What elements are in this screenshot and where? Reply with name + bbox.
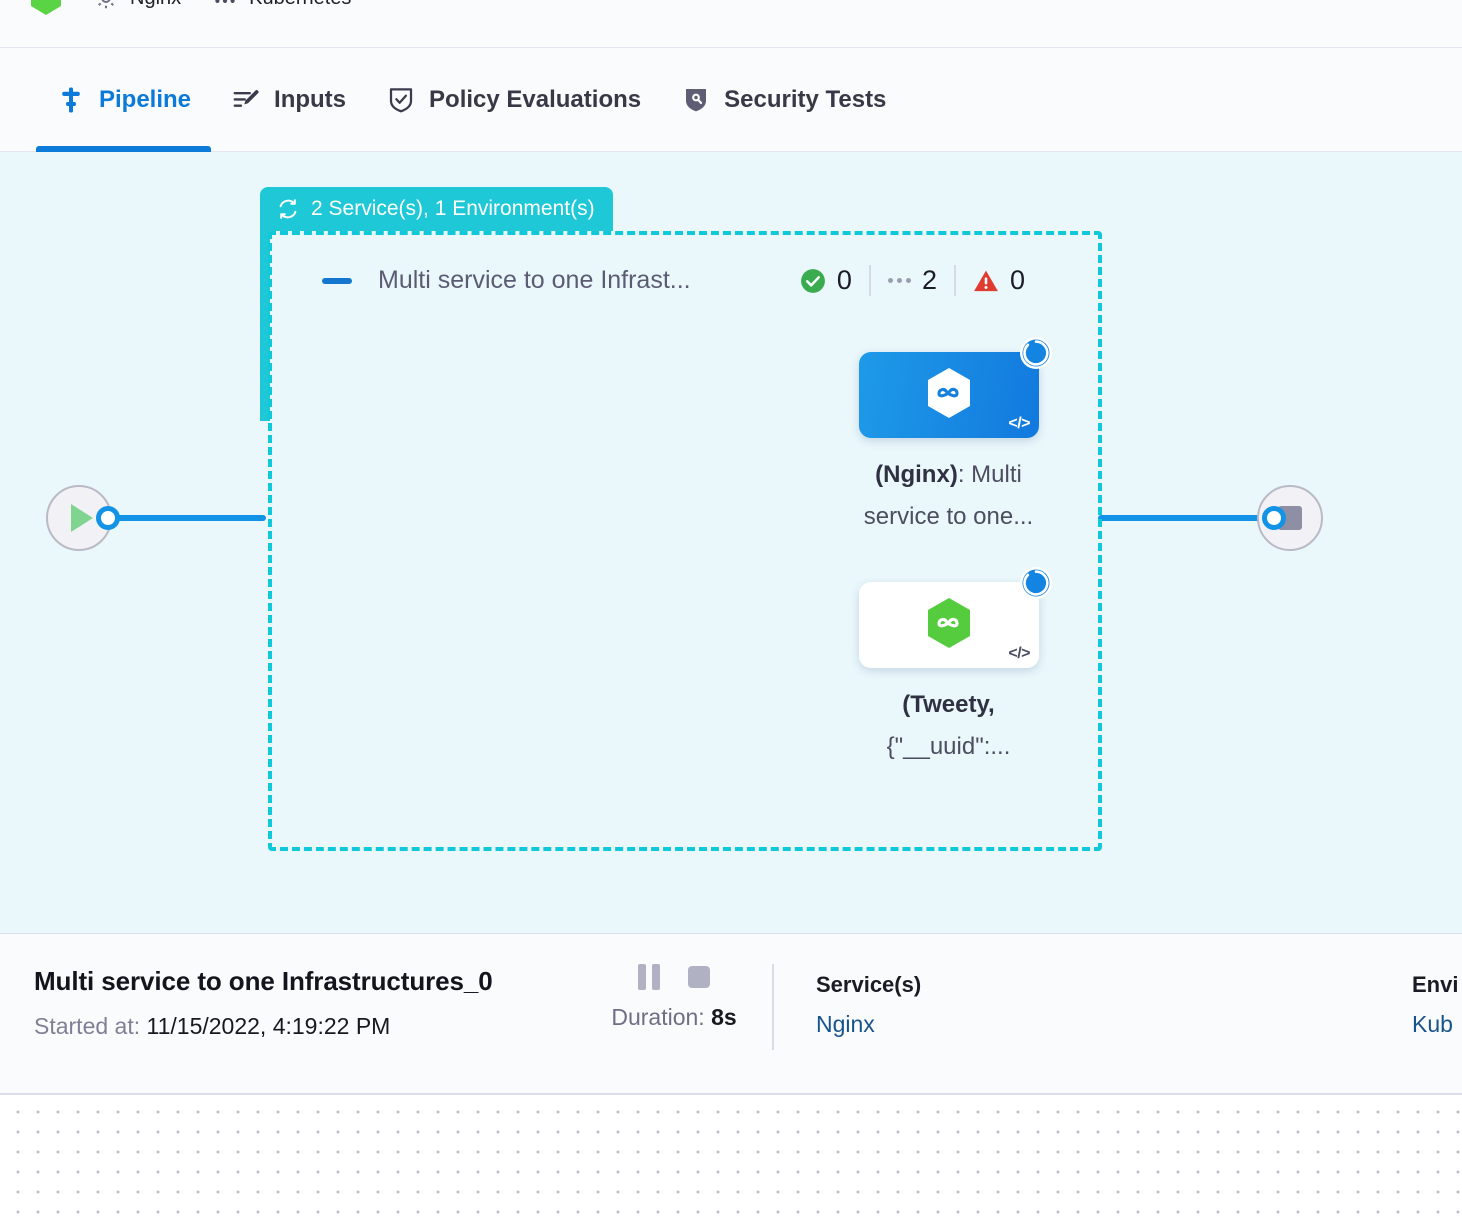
- tab-policy-evaluations[interactable]: Policy Evaluations: [366, 48, 661, 152]
- breadcrumb-item-service[interactable]: Nginx: [92, 0, 181, 12]
- stage-group-side-strip: [260, 231, 270, 421]
- services-header: Service(s): [816, 972, 922, 997]
- lower-canvas-grid[interactable]: [0, 1097, 1462, 1228]
- environments-column: Envi Kub: [1370, 934, 1462, 1038]
- services-column: Service(s) Nginx: [774, 934, 921, 1038]
- service-node-card[interactable]: </>: [859, 567, 1052, 668]
- security-shield-icon: [681, 85, 711, 115]
- service-node-label: (Tweety, {"__uuid":...: [851, 684, 1046, 768]
- breadcrumb-item-environment-label: Kubernetes: [249, 0, 351, 10]
- running-spinner-icon: [1019, 336, 1053, 370]
- execution-summary: Multi service to one Infrastructures_0 S…: [0, 934, 576, 1040]
- execution-started-label: Started at:: [34, 1013, 141, 1039]
- end-node-port[interactable]: [1262, 506, 1286, 530]
- service-node-label: (Nginx): Multi service to one...: [851, 454, 1046, 538]
- tab-bar: Pipeline Inputs Policy Evaluations: [0, 48, 1462, 152]
- tab-inputs-label: Inputs: [274, 85, 347, 113]
- execution-details-panel: Multi service to one Infrastructures_0 S…: [0, 933, 1462, 1095]
- stage-status-counters: 0 2 0: [783, 265, 1042, 296]
- execution-duration-value: 8s: [711, 1004, 737, 1030]
- stage-header-row: Multi service to one Infrast... 0: [322, 265, 1042, 296]
- counter-error-value: 0: [1009, 265, 1025, 295]
- tab-security-tests[interactable]: Security Tests: [661, 48, 906, 152]
- tab-pipeline-label: Pipeline: [99, 85, 192, 113]
- service-node-label-bold: (Tweety,: [902, 691, 995, 718]
- running-spinner-icon: [1019, 566, 1053, 600]
- pause-icon[interactable]: [638, 964, 660, 990]
- service-node-tweety[interactable]: </> (Tweety, {"__uuid":...: [859, 567, 1052, 768]
- error-warning-icon: [973, 268, 999, 294]
- tab-inputs[interactable]: Inputs: [211, 48, 366, 152]
- execution-duration-block: Duration: 8s: [576, 934, 772, 1031]
- environments-value[interactable]: Kub: [1412, 1011, 1453, 1037]
- tab-pipeline[interactable]: Pipeline: [36, 48, 212, 152]
- execution-started-value: 11/15/2022, 4:19:22 PM: [146, 1013, 391, 1039]
- service-node-nginx[interactable]: </> (Nginx): Multi service to one...: [859, 337, 1052, 538]
- edge-group-to-end: [1098, 515, 1274, 521]
- service-node-label-rest: : Multi service to one...: [863, 461, 1034, 530]
- pending-dots-icon: [887, 278, 911, 283]
- stop-icon[interactable]: [688, 966, 710, 988]
- infrastructure-node-icon: [211, 0, 239, 12]
- tab-security-tests-label: Security Tests: [724, 85, 887, 113]
- service-hexagon-icon: [922, 366, 976, 424]
- execution-title: Multi service to one Infrastructures_0: [34, 966, 493, 996]
- pipeline-canvas[interactable]: 2 Service(s), 1 Environment(s) Multi ser…: [0, 152, 1462, 933]
- stage-group-border: [268, 231, 1102, 851]
- breadcrumb-item-service-label: Nginx: [130, 0, 181, 10]
- execution-duration: Duration: 8s: [576, 1004, 772, 1031]
- inputs-pen-icon: [231, 85, 261, 115]
- code-badge-icon: </>: [1008, 645, 1030, 662]
- environments-header: Envi: [1412, 972, 1459, 997]
- stage-title: Multi service to one Infrast...: [378, 266, 691, 294]
- pipeline-icon: [56, 85, 86, 115]
- counter-pending: 2: [871, 265, 956, 296]
- panel-divider: [772, 964, 774, 1050]
- service-hexagon-green-icon: [922, 596, 976, 654]
- service-node-label-bold: (Nginx): [875, 461, 958, 488]
- service-node-label-rest: {"__uuid":...: [886, 733, 1011, 760]
- tab-policy-evaluations-label: Policy Evaluations: [429, 85, 642, 113]
- breadcrumb-item-environment[interactable]: Kubernetes: [211, 0, 351, 12]
- breadcrumb-item-logo[interactable]: [30, 0, 62, 20]
- stage-group-header-label: 2 Service(s), 1 Environment(s): [311, 197, 595, 220]
- counter-success-value: 0: [836, 265, 852, 295]
- execution-controls: [576, 964, 772, 990]
- counter-error: 0: [956, 265, 1042, 296]
- stage-group-header[interactable]: 2 Service(s), 1 Environment(s): [260, 187, 613, 231]
- code-badge-icon: </>: [1008, 415, 1030, 432]
- breadcrumb-bar: Nginx Kubernetes: [0, 0, 1462, 48]
- success-check-icon: [800, 268, 826, 294]
- gear-icon: [92, 0, 120, 12]
- execution-duration-label: Duration:: [611, 1004, 705, 1030]
- loop-repeat-icon: [276, 197, 300, 221]
- execution-started: Started at: 11/15/2022, 4:19:22 PM: [34, 1013, 576, 1040]
- counter-pending-value: 2: [921, 265, 937, 295]
- service-node-card[interactable]: </>: [859, 337, 1052, 438]
- hexagon-logo-icon: [30, 0, 62, 20]
- start-node-port[interactable]: [96, 506, 120, 530]
- policy-shield-check-icon: [386, 85, 416, 115]
- edge-start-to-group: [110, 515, 266, 521]
- collapse-minus-icon[interactable]: [322, 277, 352, 284]
- play-icon: [71, 504, 93, 532]
- services-value[interactable]: Nginx: [816, 1011, 875, 1037]
- counter-success: 0: [783, 265, 871, 296]
